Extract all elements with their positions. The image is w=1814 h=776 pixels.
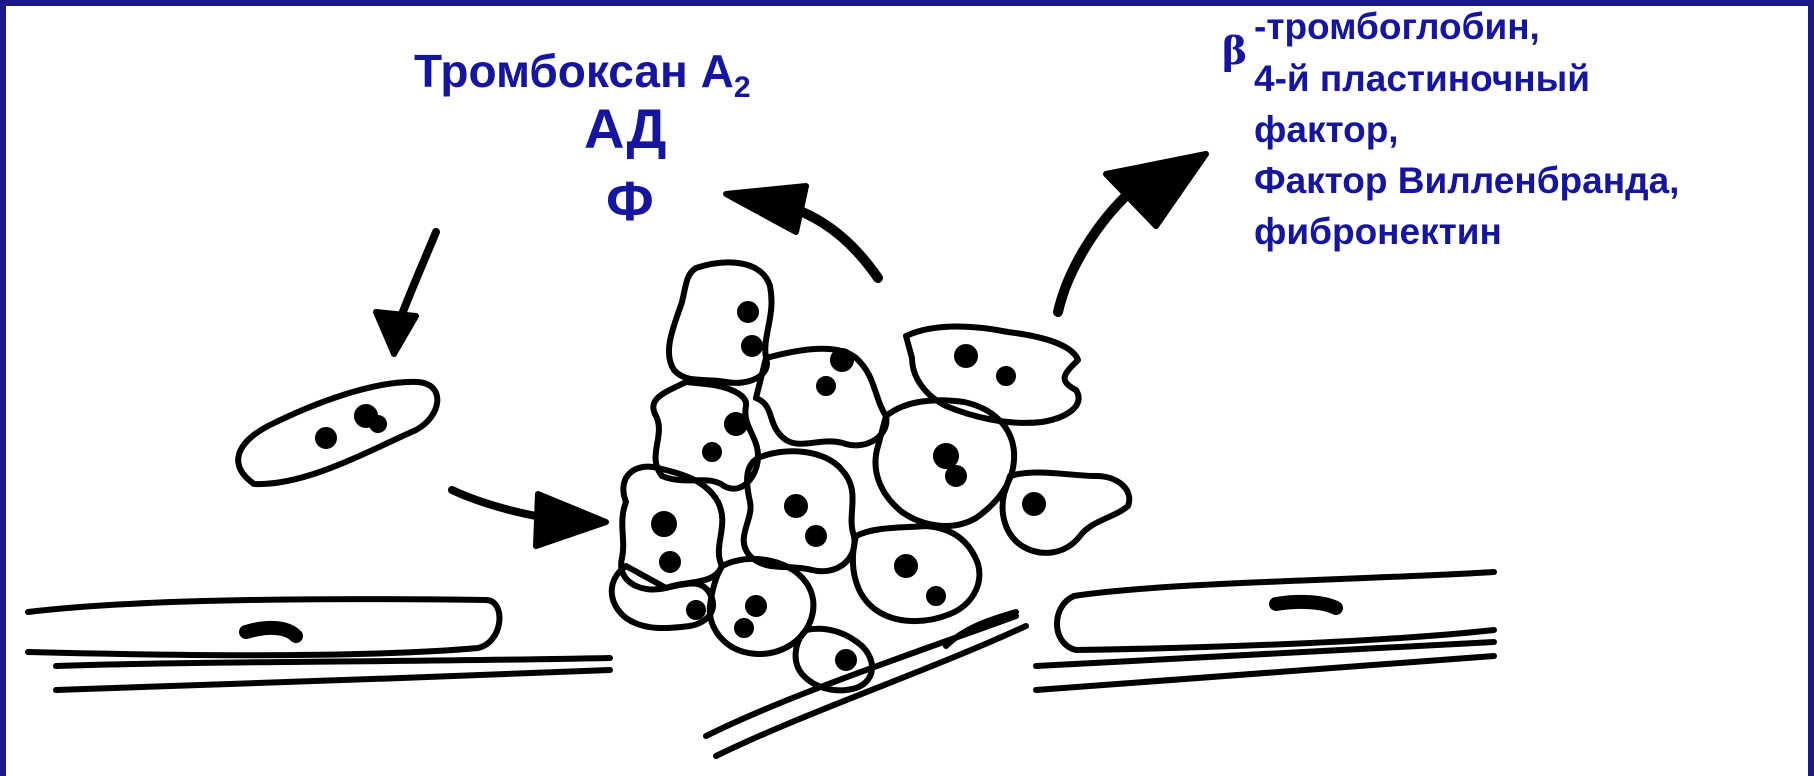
platelet-aggregation-diagram: [6, 6, 1808, 776]
platelet-aggregate: [612, 262, 1130, 690]
platelet-factor-4-label: 4-й пластиночный: [1254, 58, 1590, 100]
arrow-incoming-left: [452, 490, 606, 546]
f-label: Ф: [606, 168, 654, 233]
thromboxane-label: Тромбоксан А2: [414, 44, 751, 98]
thromboxane-subscript: 2: [734, 71, 751, 104]
von-willebrand-factor-label: Фактор Вилленбранда,: [1254, 160, 1679, 202]
thromboxane-text: Тромбоксан А: [414, 45, 734, 97]
right-vessel-wall: [1036, 572, 1494, 690]
left-vessel-wall: [28, 599, 610, 690]
fibronectin-label: фибронектин: [1254, 211, 1502, 253]
beta-symbol: β: [1222, 28, 1247, 73]
free-platelet: [238, 382, 437, 484]
factor-label: фактор,: [1254, 109, 1399, 151]
arrow-incoming-top: [376, 232, 436, 354]
ad-label: АД: [584, 96, 666, 161]
beta-thromboglobulin-label: -тромбоглобин,: [1254, 6, 1540, 48]
slide-frame: Тромбоксан А2 АД Ф β -тромбоглобин, 4-й …: [6, 6, 1808, 776]
arrow-release-right: [1058, 154, 1206, 312]
